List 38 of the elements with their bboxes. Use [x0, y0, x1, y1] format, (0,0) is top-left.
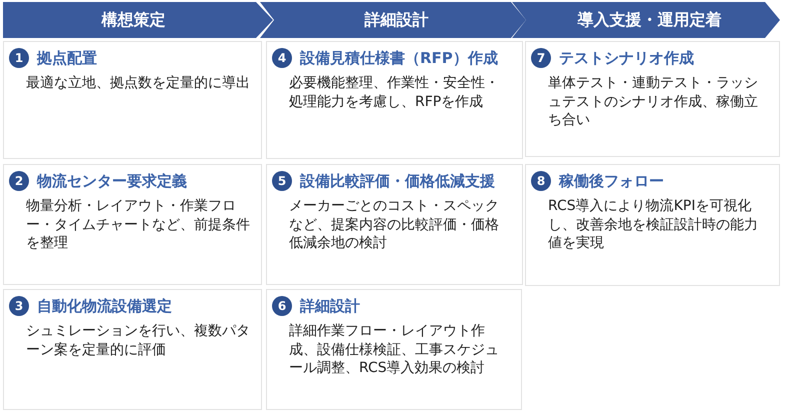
step-number-badge: 7	[531, 48, 551, 68]
step-number-badge: 6	[272, 296, 292, 316]
step-description: 詳細作業フロー・レイアウト作成、設備仕様検証、工事スケジュール調整、RCS導入効果の検討	[289, 322, 500, 378]
phase-label: 構想策定	[102, 9, 166, 31]
step-number-badge: 8	[531, 171, 551, 191]
step-title: 拠点配置	[37, 48, 97, 68]
step-number-badge: 4	[272, 48, 292, 68]
phase-banner	[3, 2, 273, 38]
step-title: 詳細設計	[300, 296, 360, 316]
phase-label: 導入支援・運用定着	[578, 9, 722, 31]
step-number-badge: 3	[9, 296, 29, 316]
step-card	[525, 41, 780, 157]
step-title: 物流センター要求定義	[37, 171, 187, 191]
step-number-badge: 5	[272, 171, 292, 191]
step-description: メーカーごとのコスト・スペックなど、提案内容の比較評価・価格低減余地の検討	[289, 197, 500, 252]
step-card	[3, 41, 262, 159]
step-title: 稼働後フォロー	[559, 171, 664, 191]
step-card	[3, 289, 262, 410]
phase-banner	[512, 2, 780, 38]
step-title: 自動化物流設備選定	[37, 296, 172, 316]
step-card	[266, 289, 522, 410]
step-card	[266, 164, 523, 285]
step-number-badge: 2	[9, 171, 29, 191]
step-title: 設備見積仕様書（RFP）作成	[300, 48, 498, 68]
step-description: RCS導入により物流KPIを可視化し、改善余地を検証設計時の能力値を実現	[548, 197, 759, 252]
step-number-badge: 1	[9, 48, 29, 68]
step-description: 単体テスト・連動テスト・ラッシュテストのシナリオ作成、稼働立ち合い	[548, 74, 759, 130]
step-title: 設備比較評価・価格低減支援	[300, 171, 495, 191]
step-card	[266, 41, 523, 159]
step-description: 最適な立地、拠点数を定量的に導出	[26, 74, 251, 92]
phase-banner	[260, 2, 526, 38]
step-description: シュミレーションを行い、複数パターン案を定量的に評価	[26, 322, 251, 359]
step-description: 必要機能整理、作業性・安全性・処理能力を考慮し、RFPを作成	[289, 74, 500, 111]
step-card	[525, 164, 780, 286]
step-card	[3, 164, 262, 285]
step-title: テストシナリオ作成	[559, 48, 694, 68]
step-description: 物量分析・レイアウト・作業フロー・タイムチャートなど、前提条件を整理	[26, 197, 251, 252]
phase-label: 詳細設計	[364, 9, 428, 31]
